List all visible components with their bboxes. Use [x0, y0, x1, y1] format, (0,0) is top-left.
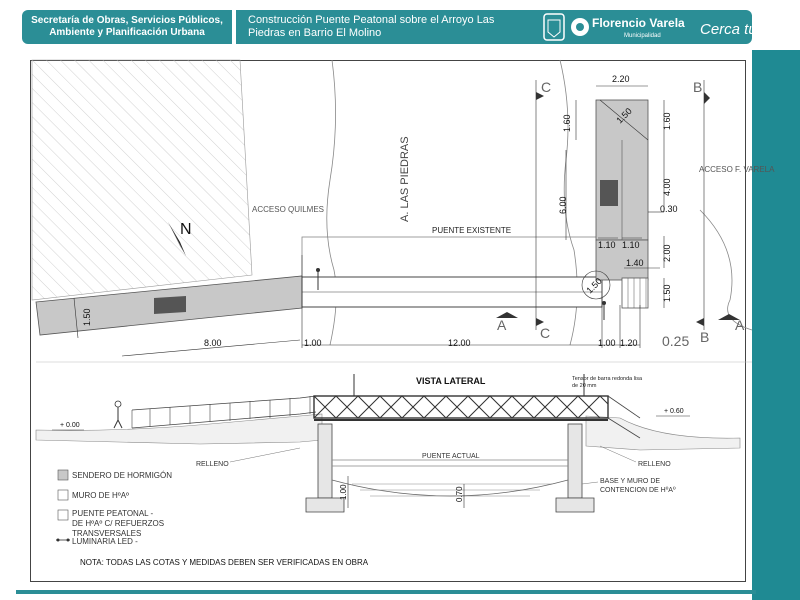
right-bank-line — [699, 209, 753, 331]
puente-actual-label: PUENTE ACTUAL — [422, 453, 480, 460]
section-b-bottom: B — [700, 329, 709, 345]
relleno-left: RELLENO — [196, 461, 229, 468]
legend-luminaria-icon — [56, 538, 70, 542]
legend-puente-3: TRANSVERSALES — [72, 529, 142, 538]
legend-sendero: SENDERO DE HORMIGÓN — [72, 471, 173, 480]
bottom-accent-line — [16, 590, 756, 594]
dim-2-00: 2.00 — [662, 244, 672, 262]
dim-1-00-a: 1.00 — [304, 338, 322, 348]
section-c-top: C — [541, 79, 551, 95]
legend-swatch-muro — [57, 489, 69, 501]
base-label-1: BASE Y MURO DE — [600, 478, 660, 485]
dim-1-50-right: 1.50 — [662, 284, 672, 302]
stream-label: A. LAS PIEDRAS — [399, 136, 411, 222]
people-icon — [600, 180, 618, 206]
right-accent-bar — [752, 50, 800, 600]
legend-puente-2: DE HºAº C/ REFUERZOS — [72, 519, 165, 528]
legend-swatch-sendero — [57, 469, 69, 481]
lamp-post-icon — [602, 301, 606, 320]
dim-8-00: 8.00 — [204, 338, 222, 348]
acceso-quilmes-label: ACCESO QUILMES — [252, 205, 324, 214]
dim-1-20: 1.20 — [620, 338, 638, 348]
existing-bridge — [301, 236, 603, 278]
north-arrow-icon — [168, 222, 186, 256]
section-a-right: A — [735, 317, 745, 333]
section-a-left: A — [497, 317, 507, 333]
tensor-note-1: Tensor de barra redonda lisa — [572, 376, 643, 382]
drawing-title: Construcción Puente Peatonal sobre el Ar… — [236, 10, 532, 44]
dim-1-00-b: 1.00 — [598, 338, 616, 348]
dim-0-25: 0.25 — [662, 333, 689, 349]
dim-12-00: 12.00 — [448, 338, 471, 348]
municipal-seal-icon — [543, 13, 565, 41]
section-b-top: B — [693, 79, 702, 95]
elevation-title: VISTA LATERAL — [416, 376, 486, 386]
level-left: + 0.00 — [60, 422, 80, 429]
dim-4-00: 4.00 — [662, 178, 672, 196]
section-c-bottom: C — [540, 325, 550, 341]
dim-1-10-b: 1.10 — [622, 240, 640, 250]
dim-1-60-left: 1.60 — [562, 114, 572, 132]
base-label-2: CONTENCION DE HºAº — [600, 487, 676, 494]
note-text: NOTA: TODAS LAS COTAS Y MEDIDAS DEBEN SE… — [80, 558, 369, 567]
ramp-steps — [621, 277, 649, 309]
abutment-left — [305, 423, 345, 513]
people-icon — [154, 296, 186, 314]
hatched-block — [31, 59, 253, 301]
legend-luminaria: LUMINARIA LED - — [72, 537, 138, 546]
person-silhouette-icon — [113, 400, 123, 429]
lamp-post-icon — [316, 268, 320, 290]
left-railing — [131, 395, 317, 429]
logo-name: Florencio Varela — [592, 16, 685, 30]
abutment-right — [555, 423, 595, 513]
relleno-right: RELLENO — [638, 461, 671, 468]
dim-0-30: 0.30 — [660, 204, 678, 214]
legend-swatch-puente — [57, 509, 69, 521]
dim-1-10-a: 1.10 — [598, 240, 616, 250]
dim-1-40: 1.40 — [626, 258, 644, 268]
logo-sub: Municipalidad — [624, 33, 661, 39]
legend-muro: MURO DE HºAº — [72, 491, 129, 500]
existing-bridge-label: PUENTE EXISTENTE — [432, 226, 511, 235]
flower-logo-icon — [571, 18, 589, 36]
dim-6-00: 6.00 — [558, 196, 568, 214]
dim-1-60-right: 1.60 — [662, 112, 672, 130]
bridge-truss — [313, 395, 609, 419]
right-railing — [607, 395, 641, 439]
legend-puente-1: PUENTE PEATONAL - — [72, 509, 154, 518]
dim-2-20: 2.20 — [612, 74, 630, 84]
dim-elev-0-70: 0.70 — [455, 486, 464, 502]
level-right: + 0.60 — [664, 408, 684, 415]
dim-1-50-left: 1.50 — [82, 308, 92, 326]
ground-right — [585, 415, 741, 451]
north-label: N — [180, 221, 192, 238]
dim-elev-1-00: 1.00 — [339, 484, 348, 500]
department-label: Secretaría de Obras, Servicios Públicos,… — [22, 10, 232, 44]
acceso-varela-label: ACCESO F. VARELA — [699, 165, 775, 174]
ground-left — [35, 413, 323, 445]
